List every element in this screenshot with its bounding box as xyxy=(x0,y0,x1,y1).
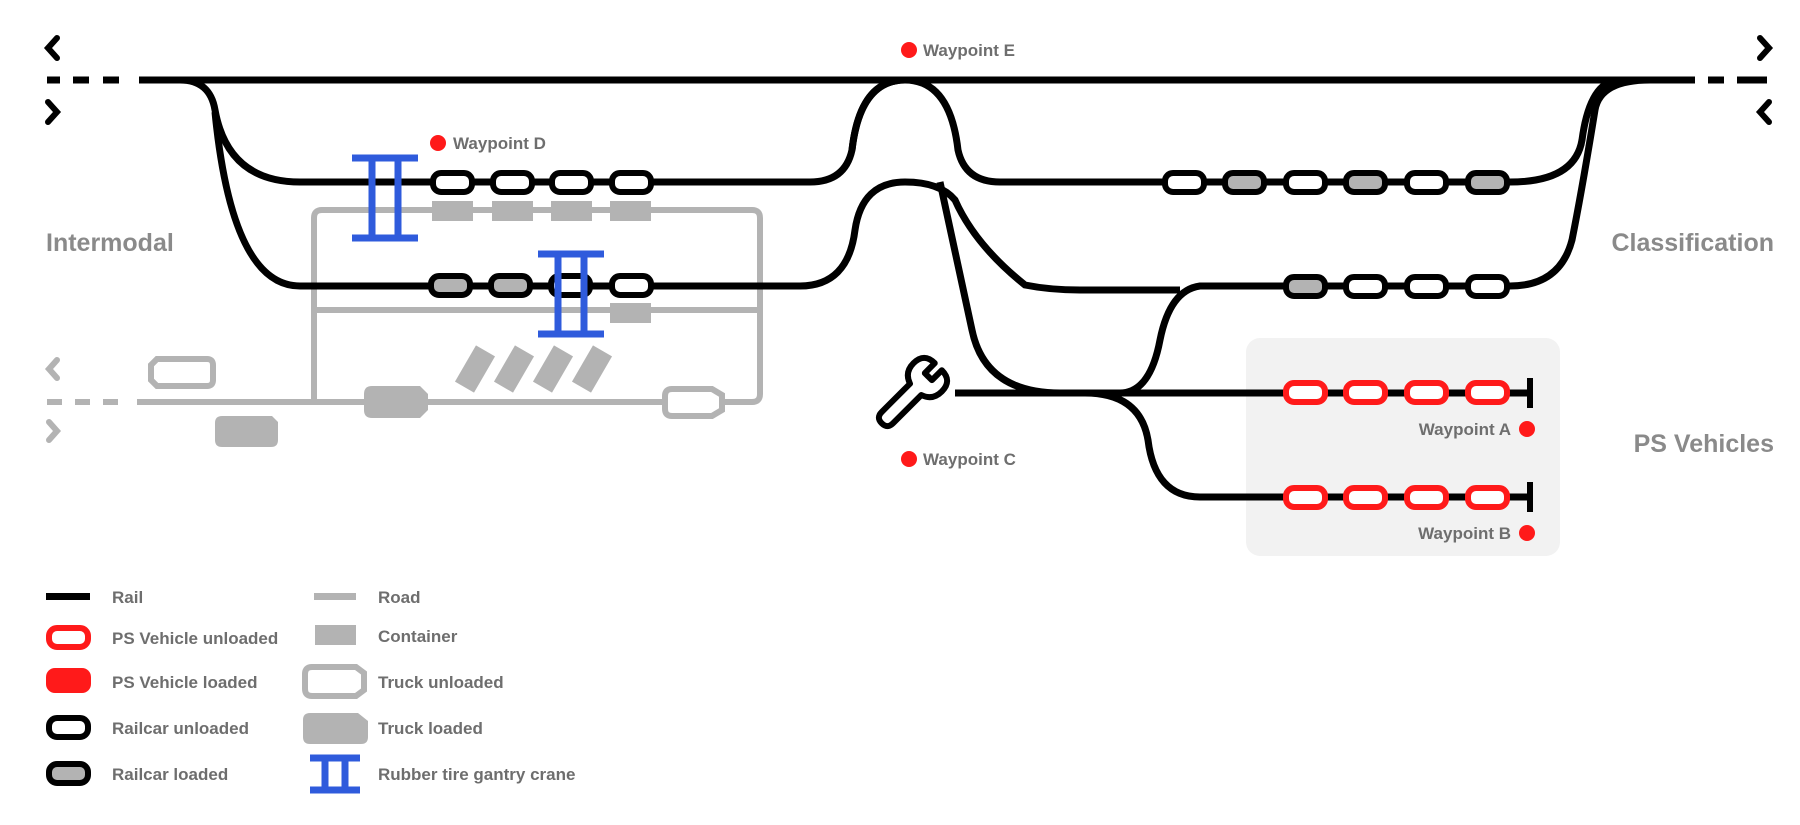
wrench-icon xyxy=(875,354,951,430)
ps-vehicle-unloaded xyxy=(1283,485,1328,510)
legend-truck-unloaded: Truck unloaded xyxy=(378,673,504,692)
rail-network xyxy=(47,76,1767,512)
rail-classification-track-2 xyxy=(936,76,1651,397)
truck-loaded xyxy=(364,386,428,418)
legend-container: Container xyxy=(378,627,458,646)
railcar-unloaded xyxy=(1162,170,1207,195)
container xyxy=(551,201,592,221)
ps-vehicle-unloaded xyxy=(1283,380,1328,405)
container xyxy=(492,201,533,221)
legend-ps-loaded-swatch xyxy=(46,668,91,693)
waypoint-b-dot xyxy=(1519,525,1535,541)
ps-vehicles-track-b xyxy=(1283,485,1510,510)
rail-intermodal-track-1 xyxy=(179,76,906,186)
road-chevron-icon xyxy=(44,357,62,443)
railcars-classification-2 xyxy=(1283,274,1510,299)
legend-road-swatch xyxy=(314,593,356,600)
ps-vehicle-unloaded xyxy=(1465,485,1510,510)
railcar-unloaded xyxy=(609,273,654,298)
legend-truck-unloaded-swatch xyxy=(302,664,367,699)
gantry-crane xyxy=(538,250,604,338)
railcar-loaded xyxy=(1343,170,1388,195)
legend-ps-loaded: PS Vehicle loaded xyxy=(112,673,258,692)
legend-railcar-unloaded: Railcar unloaded xyxy=(112,719,249,738)
zone-intermodal: Intermodal xyxy=(46,229,174,257)
ps-vehicle-unloaded xyxy=(1404,380,1449,405)
truck-unloaded xyxy=(662,386,725,419)
railcar-loaded xyxy=(1283,274,1328,299)
rail-intermodal-track-2 xyxy=(211,111,1180,294)
ps-vehicle-unloaded xyxy=(1465,380,1510,405)
railcars-classification-1 xyxy=(1162,170,1510,195)
container xyxy=(454,345,496,393)
waypoint-c-label: Waypoint C xyxy=(923,450,1016,469)
trucks xyxy=(148,356,725,447)
zone-classification: Classification xyxy=(1611,229,1774,257)
railcars-intermodal-1 xyxy=(430,170,654,195)
railcar-loaded xyxy=(428,273,473,298)
road-network xyxy=(47,207,763,405)
ps-vehicle-unloaded xyxy=(1343,485,1388,510)
container xyxy=(571,345,613,393)
container-stack xyxy=(432,201,651,393)
truck-loaded xyxy=(215,416,278,447)
container xyxy=(610,201,651,221)
legend-road: Road xyxy=(378,588,421,607)
waypoint-d-dot xyxy=(430,135,446,151)
legend: Rail PS Vehicle unloaded PS Vehicle load… xyxy=(46,588,575,794)
waypoint-c-dot xyxy=(901,451,917,467)
railcar-unloaded xyxy=(490,170,535,195)
railcar-unloaded xyxy=(1465,274,1510,299)
legend-truck-loaded-swatch xyxy=(303,713,368,744)
legend-crane-swatch xyxy=(310,754,360,794)
railcar-loaded xyxy=(1465,170,1510,195)
railcars-intermodal-2 xyxy=(428,273,654,298)
railcar-unloaded xyxy=(609,170,654,195)
waypoint-a-label: Waypoint A xyxy=(1419,420,1511,439)
container xyxy=(432,201,473,221)
legend-crane: Rubber tire gantry crane xyxy=(378,765,575,784)
legend-rail: Rail xyxy=(112,588,143,607)
container xyxy=(610,303,651,323)
railcar-unloaded xyxy=(1343,274,1388,299)
ps-vehicles-area xyxy=(1246,338,1560,556)
legend-container-swatch xyxy=(315,625,356,645)
railcar-loaded xyxy=(488,273,533,298)
legend-ps-unloaded-swatch xyxy=(46,625,91,650)
waypoint-e-dot xyxy=(901,42,917,58)
railcar-unloaded xyxy=(1404,274,1449,299)
railcar-loaded xyxy=(1222,170,1267,195)
truck-cargo-empty xyxy=(170,366,202,379)
waypoint-e-label: Waypoint E xyxy=(923,41,1015,60)
legend-railcar-unloaded-swatch xyxy=(46,715,91,740)
rail-ps-track-b xyxy=(1084,389,1530,501)
container xyxy=(493,345,535,393)
legend-railcar-loaded-swatch xyxy=(46,761,91,786)
railcar-unloaded xyxy=(1283,170,1328,195)
railcar-unloaded xyxy=(1404,170,1449,195)
waypoint-d-label: Waypoint D xyxy=(453,134,546,153)
container xyxy=(532,345,574,393)
waypoint-markers xyxy=(430,42,1535,541)
legend-railcar-loaded: Railcar loaded xyxy=(112,765,228,784)
waypoint-b-label: Waypoint B xyxy=(1418,524,1511,543)
legend-rail-swatch xyxy=(46,593,90,600)
legend-ps-unloaded: PS Vehicle unloaded xyxy=(112,629,278,648)
ps-vehicle-unloaded xyxy=(1343,380,1388,405)
gantry-crane xyxy=(352,154,418,242)
ps-vehicle-unloaded xyxy=(1404,485,1449,510)
waypoint-a-dot xyxy=(1519,421,1535,437)
zone-ps-vehicles: PS Vehicles xyxy=(1634,430,1774,458)
road-main-loop xyxy=(137,207,763,405)
rail-classification-track-1 xyxy=(848,76,1621,186)
railcar-unloaded xyxy=(549,170,594,195)
railcar-unloaded xyxy=(430,170,475,195)
rail-chevron-icon xyxy=(43,35,1774,125)
ps-vehicles-track-a xyxy=(1283,380,1510,405)
legend-truck-loaded: Truck loaded xyxy=(378,719,483,738)
